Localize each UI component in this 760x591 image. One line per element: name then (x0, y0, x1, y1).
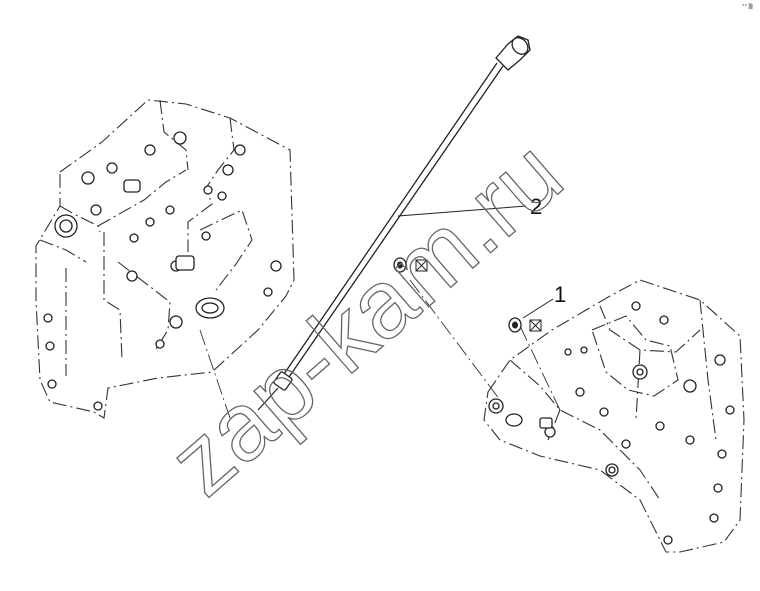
dipstick-tube (257, 35, 531, 411)
assembly-axis-lines (199, 279, 561, 419)
callout-label-1: 1 (554, 282, 566, 307)
callout-label-2: 2 (530, 194, 542, 219)
callout-leader-2 (397, 205, 527, 217)
callout-leader-1 (522, 298, 554, 319)
engine-block-right (483, 279, 745, 553)
plug-upper (393, 257, 428, 273)
engine-block-left (35, 99, 295, 419)
plug-part-1 (508, 317, 542, 333)
corner-code: °° ▒ (742, 3, 753, 10)
